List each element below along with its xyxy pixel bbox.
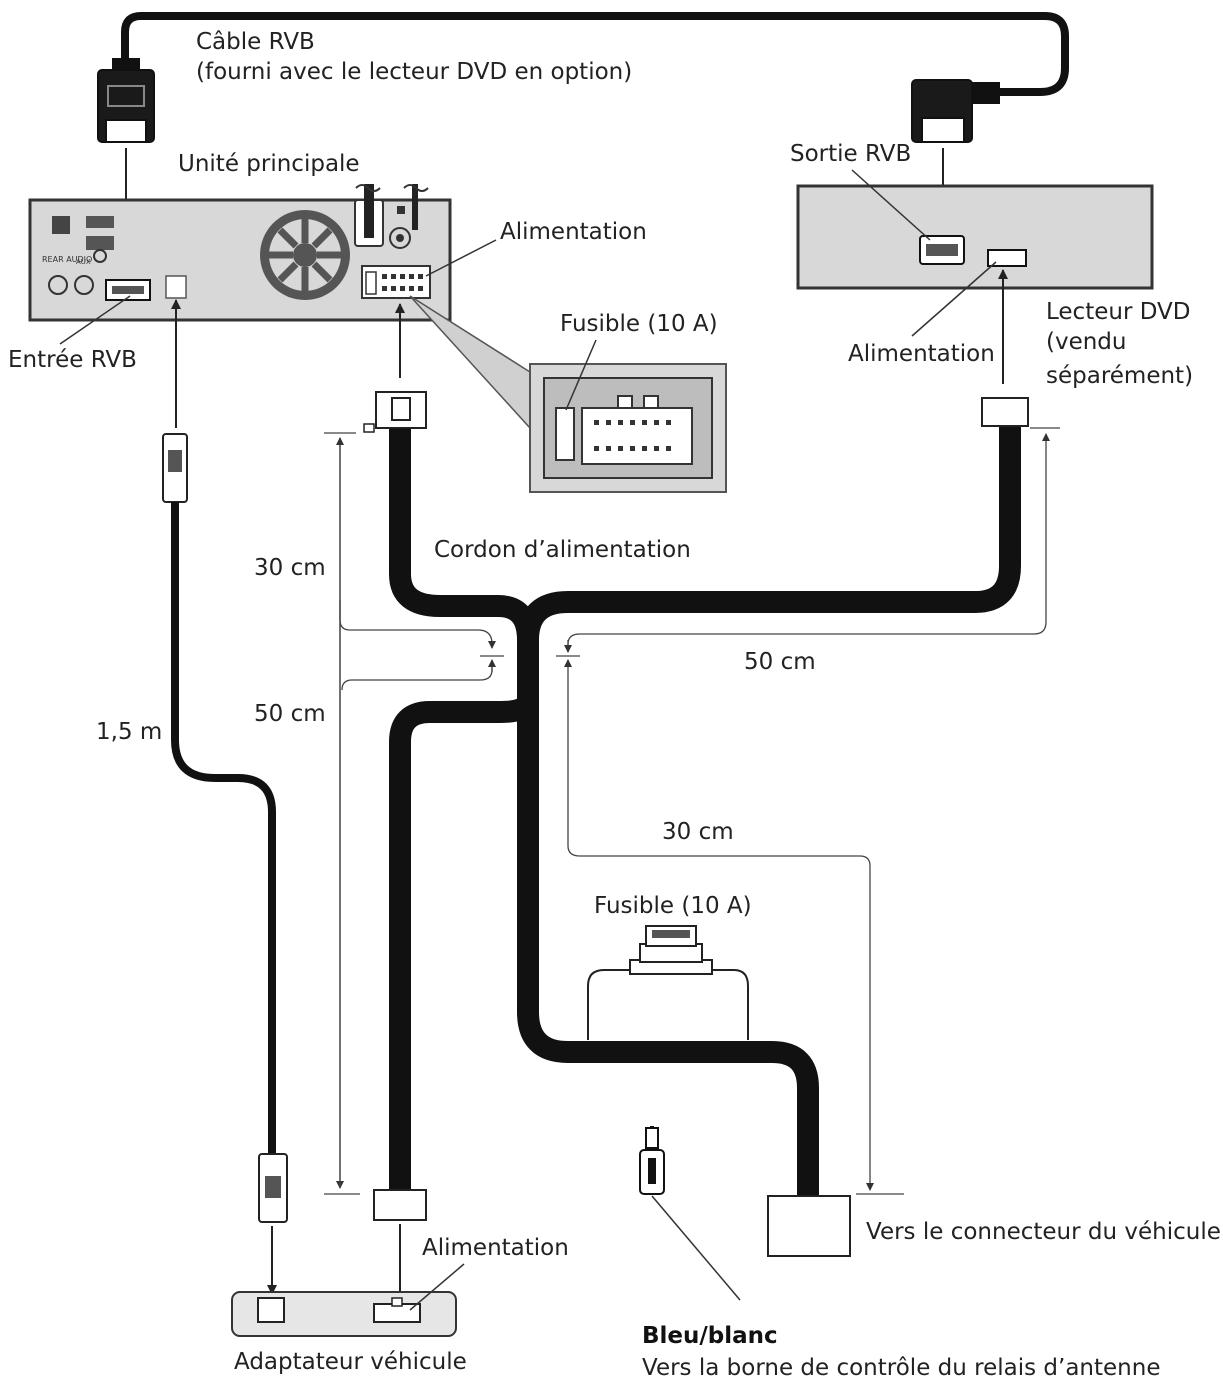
rear-audio-label: REAR AUDIO [42,255,92,264]
rgb-plug-right [911,79,1000,233]
vehicle-adapter [231,1263,465,1337]
dvd-sold-label-2: séparément) [1046,363,1194,389]
rgb-out-label: Sortie RVB [790,141,912,167]
fuse-holder [587,925,749,1040]
dvd-sold-label-1: (vendu [1046,329,1127,355]
vehicle-connector-label: Vers le connecteur du véhicule [866,1219,1221,1245]
power-main-label: Alimentation [500,219,647,245]
adapter-power-connector [373,1189,427,1221]
fuse-top-label: Fusible (10 A) [560,311,718,337]
power-dvd-label: Alimentation [848,341,995,367]
blue-white-lead [639,1126,741,1301]
dim-50cm-left: 50 cm [254,701,326,727]
vehicle-adapter-label: Adaptateur véhicule [234,1349,467,1375]
antenna-relay-label: Vers la borne de contrôle du relais d’an… [642,1355,1161,1381]
dim-30cm-right: 30 cm [662,819,734,845]
harness-connector-top [363,391,427,433]
dim-50cm-right: 50 cm [744,649,816,675]
blue-white-label: Bleu/blanc [642,1323,778,1349]
aux-label: AUX [76,258,91,266]
dvd-player [796,169,1154,337]
rgb-cable-label: Câble RVB [196,29,315,55]
main-unit-label: Unité principale [178,151,360,177]
main-unit [28,184,452,322]
fuse-connector-callout [409,295,727,493]
vehicle-connector [767,1195,851,1257]
dvd-player-label: Lecteur DVD [1046,299,1191,325]
rgb-in-leader [59,295,131,345]
dvd-power-connector [981,397,1029,427]
power-cord-label: Cordon d’alimentation [434,537,691,563]
rgb-plug-left [97,58,155,269]
power-adapter-label: Alimentation [422,1235,569,1261]
dimension-lines [324,427,1060,1195]
rgb-in-label: Entrée RVB [8,347,137,373]
rgb-cable [121,12,1069,96]
fuse-bottom-label: Fusible (10 A) [594,893,752,919]
power-main-leader [425,239,497,277]
rgb-cable-note: (fourni avec le lecteur DVD en option) [196,59,633,85]
adapter-cable [162,433,288,1295]
dim-1-5m: 1,5 m [96,719,163,745]
power-cord-harness [389,426,1021,1196]
dim-30cm-left: 30 cm [254,555,326,581]
